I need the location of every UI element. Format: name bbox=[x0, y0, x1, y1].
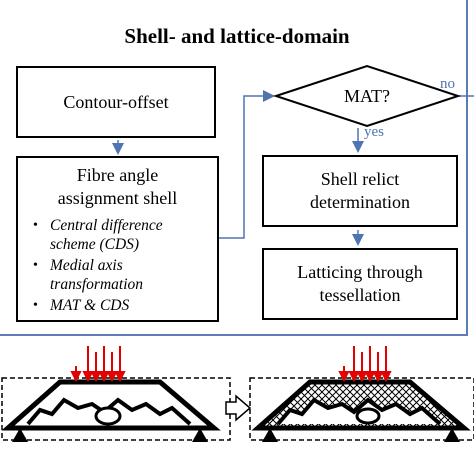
mat-label: MAT? bbox=[344, 85, 390, 106]
latticing-line1: Latticing through bbox=[297, 262, 423, 282]
mat-decision-diamond bbox=[272, 64, 462, 128]
bullet-item: Central difference scheme (CDS) bbox=[50, 216, 163, 254]
bullet-line: scheme (CDS) bbox=[50, 236, 140, 253]
shell-relict-line1: Shell relict bbox=[320, 169, 400, 189]
diagram-frame bbox=[0, 0, 468, 336]
bullet-line: MAT & CDS bbox=[50, 297, 130, 314]
support-icon bbox=[262, 428, 278, 442]
shell-relict-line2: determination bbox=[310, 192, 410, 212]
support-icon bbox=[444, 428, 460, 442]
shell-relict-box: Shell relict determination bbox=[262, 155, 458, 227]
load-icon bbox=[338, 346, 392, 383]
bullet-line: Central difference bbox=[50, 217, 163, 234]
bullet-line: transformation bbox=[50, 276, 144, 293]
no-label: no bbox=[440, 76, 455, 92]
support-icon bbox=[192, 428, 208, 442]
hollow-right-arrow-icon bbox=[225, 394, 252, 422]
bullet-line: Medial axis bbox=[50, 257, 123, 274]
support-icon bbox=[12, 428, 28, 442]
fibre-angle-title-line2: assignment shell bbox=[57, 188, 178, 208]
latticing-box: Latticing through tessellation bbox=[262, 248, 458, 320]
yes-label: yes bbox=[364, 124, 384, 140]
bullet-item: Medial axis transformation bbox=[50, 256, 143, 294]
bullet-icon: • bbox=[33, 258, 38, 273]
diagram-title: Shell- and lattice-domain bbox=[124, 24, 350, 48]
fibre-angle-title-line1: Fibre angle bbox=[76, 165, 159, 185]
bullet-icon: • bbox=[33, 218, 38, 233]
load-icon bbox=[70, 346, 126, 383]
bullet-icon: • bbox=[33, 298, 38, 313]
fibre-angle-box: Fibre angle assignment shell • Central d… bbox=[16, 156, 219, 322]
left-illustration bbox=[1, 346, 231, 442]
right-illustration bbox=[249, 346, 474, 442]
contour-offset-box: Contour-offset bbox=[16, 66, 216, 138]
contour-offset-label: Contour-offset bbox=[63, 91, 169, 112]
latticing-line2: tessellation bbox=[319, 285, 401, 305]
bullet-item: MAT & CDS bbox=[50, 296, 129, 315]
arrow-fibre-to-mat bbox=[219, 90, 275, 239]
